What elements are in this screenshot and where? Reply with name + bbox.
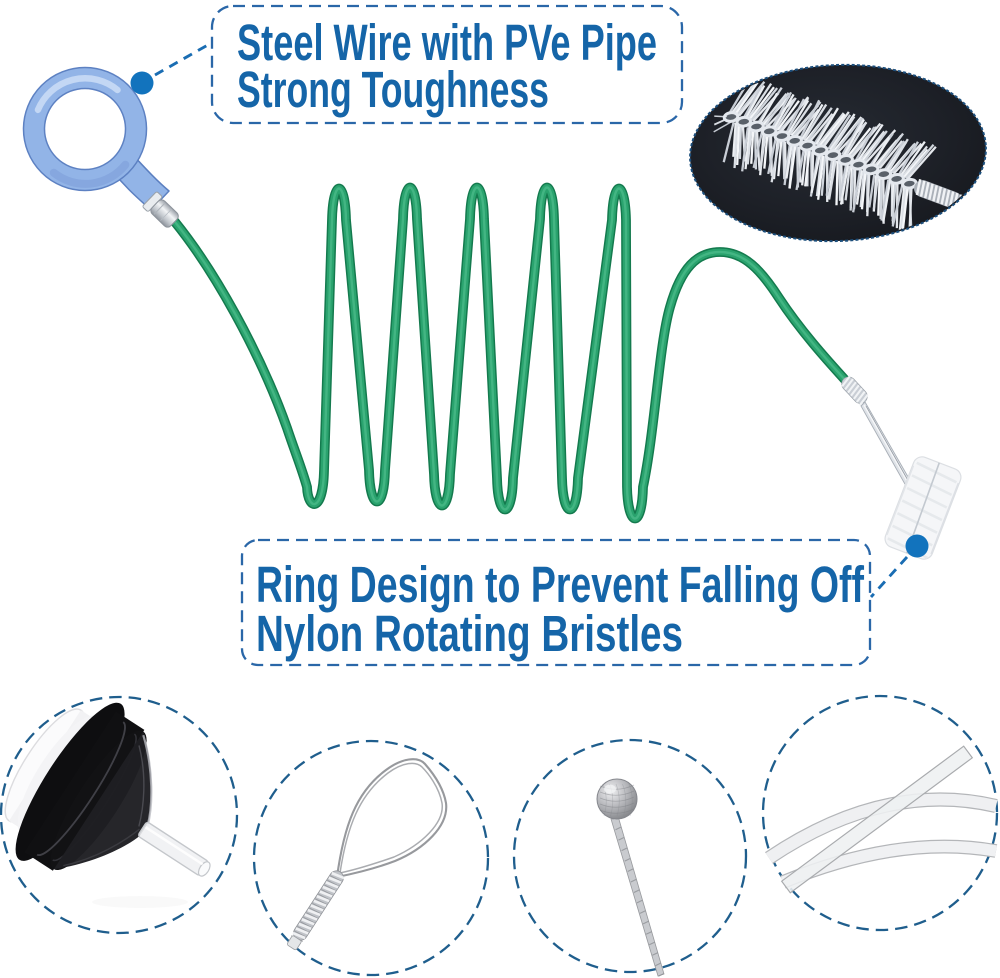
svg-text:Ring Design to Prevent Falling: Ring Design to Prevent Falling Off <box>256 556 865 613</box>
svg-text:Nylon Rotating Bristles: Nylon Rotating Bristles <box>256 605 683 662</box>
svg-text:Strong Toughness: Strong Toughness <box>237 61 549 118</box>
svg-text:Steel Wire with PVe Pipe: Steel Wire with PVe Pipe <box>237 14 657 71</box>
